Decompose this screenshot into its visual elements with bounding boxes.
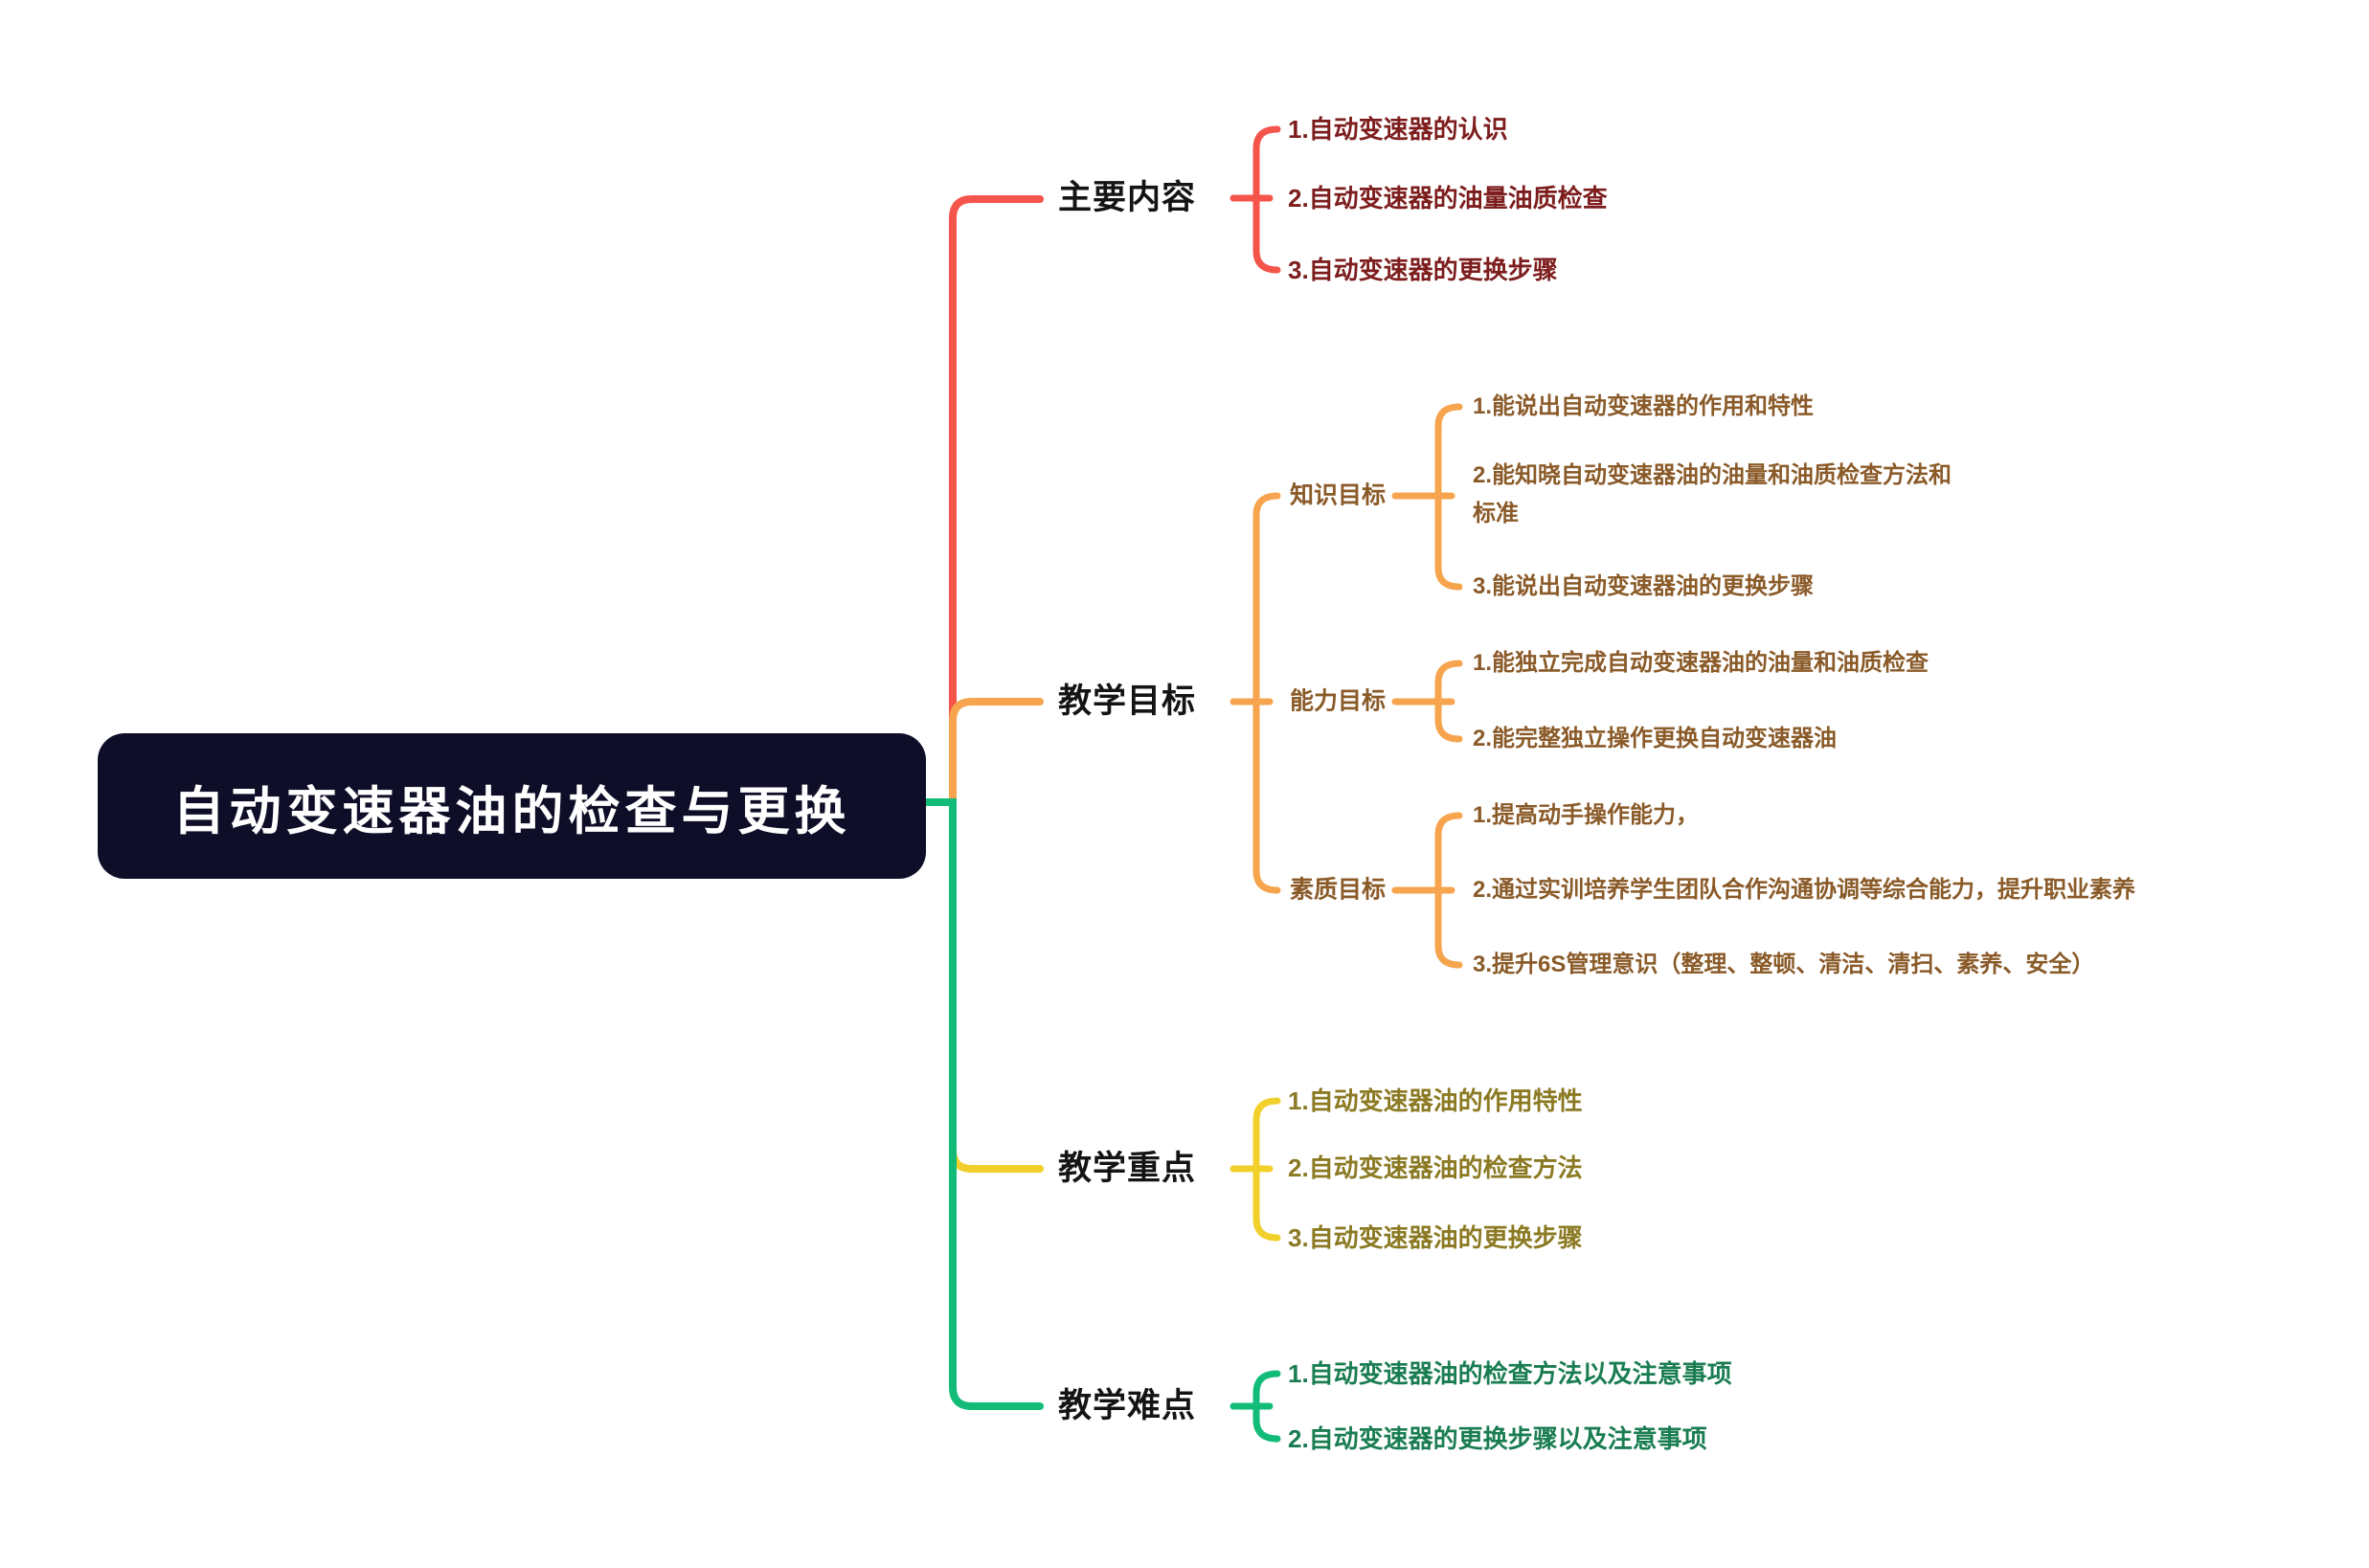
branch-label-teaching-goals[interactable]: 教学目标 <box>1058 683 1197 721</box>
bracket-teaching-focus <box>1230 1097 1281 1242</box>
trunk-teaching-focus-connector <box>949 1133 1044 1173</box>
bracket-main-content <box>1230 125 1281 274</box>
leaf-knowledge-1[interactable]: 1.能说出自动变速器的作用和特性 <box>1473 393 1815 419</box>
leaf-main-content-2[interactable]: 2.自动变速器的油量油质检查 <box>1288 183 1608 213</box>
bracket-ability-goals <box>1391 660 1463 743</box>
leaf-difficulty-2[interactable]: 2.自动变速器的更换步骤以及注意事项 <box>1288 1423 1707 1453</box>
root-title: 自动变速器油的检查与更换 <box>172 782 851 840</box>
bracket-quality-goals <box>1391 812 1463 969</box>
trunk-main-content-connector <box>949 195 1044 806</box>
trunk-teaching-difficulty-connector <box>922 798 1044 1410</box>
branch-label-teaching-focus[interactable]: 教学重点 <box>1058 1150 1197 1188</box>
leaf-difficulty-1[interactable]: 1.自动变速器油的检查方法以及注意事项 <box>1288 1358 1732 1388</box>
sub-label-knowledge-goals[interactable]: 知识目标 <box>1290 482 1387 509</box>
leaf-main-content-3[interactable]: 3.自动变速器的更换步骤 <box>1288 255 1558 284</box>
bracket-knowledge-goals <box>1391 403 1463 591</box>
leaf-knowledge-3[interactable]: 3.能说出自动变速器油的更换步骤 <box>1473 573 1815 599</box>
leaf-ability-1[interactable]: 1.能独立完成自动变速器油的油量和油质检查 <box>1473 650 1929 676</box>
sub-label-quality-goals[interactable]: 素质目标 <box>1290 876 1387 904</box>
sub-label-ability-goals[interactable]: 能力目标 <box>1290 687 1387 715</box>
leaf-quality-1[interactable]: 1.提高动手操作能力， <box>1473 802 1700 828</box>
leaf-quality-2[interactable]: 2.通过实训培养学生团队合作沟通协调等综合能力，提升职业素养 <box>1473 877 2136 903</box>
bracket-teaching-difficulty <box>1230 1370 1281 1443</box>
branch-label-teaching-difficulty[interactable]: 教学难点 <box>1058 1387 1197 1425</box>
leaf-ability-2[interactable]: 2.能完整独立操作更换自动变速器油 <box>1473 726 1838 751</box>
leaf-focus-2[interactable]: 2.自动变速器油的检查方法 <box>1288 1153 1583 1182</box>
leaf-knowledge-2[interactable]: 2.能知晓自动变速器油的油量和油质检查方法和标准 <box>1473 462 1952 526</box>
root-node[interactable]: 自动变速器油的检查与更换 <box>98 733 926 879</box>
leaf-quality-3[interactable]: 3.提升6S管理意识（整理、整顿、清洁、清扫、素养、安全） <box>1473 952 2095 977</box>
leaf-main-content-1[interactable]: 1.自动变速器的认识 <box>1288 114 1508 144</box>
bracket-teaching-goals <box>1230 492 1281 894</box>
leaf-focus-1[interactable]: 1.自动变速器油的作用特性 <box>1288 1086 1583 1115</box>
branch-label-main-content[interactable]: 主要内容 <box>1058 179 1197 217</box>
trunk-teaching-goals-connector <box>949 698 1044 806</box>
leaf-focus-3[interactable]: 3.自动变速器油的更换步骤 <box>1288 1222 1583 1252</box>
